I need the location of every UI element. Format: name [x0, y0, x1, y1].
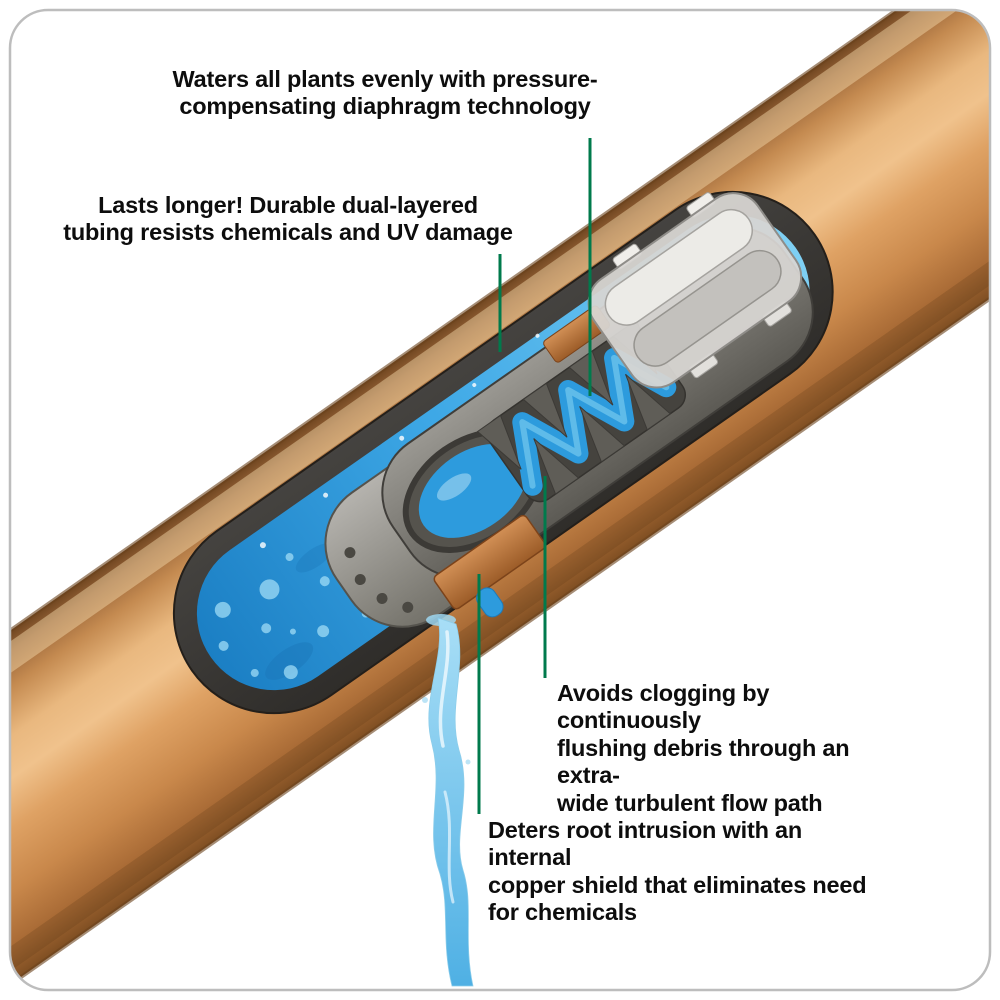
- water-shading: [265, 543, 334, 680]
- callout-anti-clogging: Avoids clogging by continuously flushing…: [557, 680, 850, 816]
- callout-lines: [477, 138, 592, 814]
- flow-path-highlight: [519, 354, 670, 489]
- pressure-compensating-emitter: [324, 192, 814, 628]
- copper-shield: [433, 514, 546, 610]
- callout-root-intrusion: Deters root intrusion with an internal c…: [488, 817, 867, 926]
- tubing-shadow: [10, 68, 990, 990]
- inlet-pool-highlight: [436, 473, 472, 501]
- callout-pressure-compensation: Waters all plants evenly with pressure- …: [172, 66, 598, 120]
- housing-barrel-bottom: [633, 249, 782, 367]
- housing-barrel-top: [604, 208, 753, 326]
- tubing-highlight: [10, 10, 990, 852]
- inlet-water-pool: [418, 444, 527, 538]
- outlet-peg: [476, 587, 504, 618]
- water-sparkles: [259, 333, 540, 549]
- diaphragm-housing: [587, 192, 803, 389]
- stream-highlight-lower: [443, 790, 455, 904]
- callout-durability: Lasts longer! Durable dual-layered tubin…: [63, 192, 513, 246]
- frame-border: [8, 8, 992, 992]
- end-cap-rivets: [344, 547, 414, 613]
- water-droplet-stream: [422, 614, 474, 987]
- stream-highlight-upper: [438, 630, 450, 748]
